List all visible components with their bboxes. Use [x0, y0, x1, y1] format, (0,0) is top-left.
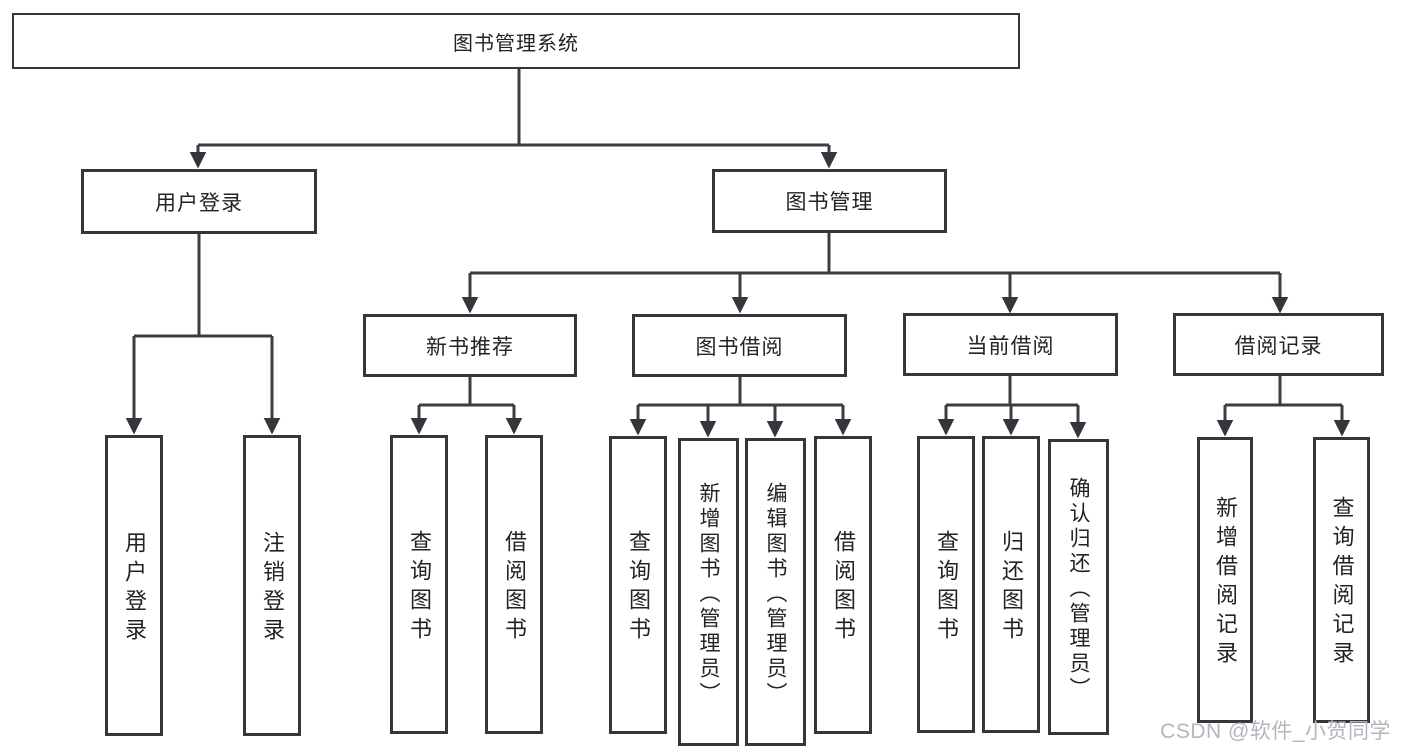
- leaf-query-borrow-record: 查询借阅记录: [1313, 437, 1370, 723]
- leaf-edit-books-admin: 编辑图书（管理员）: [745, 438, 806, 746]
- node-book-borrow: 图书借阅: [632, 314, 847, 377]
- node-library-management-system: 图书管理系统: [12, 13, 1020, 69]
- leaf-query-books-recommend: 查询图书: [390, 435, 448, 734]
- leaf-logout: 注销登录: [243, 435, 301, 736]
- watermark: CSDN @软件_小贺同学: [1160, 720, 1391, 743]
- leaf-confirm-return-admin: 确认归还（管理员）: [1048, 439, 1109, 735]
- node-current-borrow: 当前借阅: [903, 313, 1118, 376]
- leaf-borrow-books-recommend: 借阅图书: [485, 435, 543, 734]
- leaf-add-books-admin: 新增图书（管理员）: [678, 438, 739, 746]
- leaf-query-books-current: 查询图书: [917, 436, 975, 733]
- node-book-management: 图书管理: [712, 169, 947, 233]
- node-user-login: 用户登录: [81, 169, 317, 234]
- leaf-query-books-borrow: 查询图书: [609, 436, 667, 734]
- leaf-borrow-books: 借阅图书: [814, 436, 872, 734]
- leaf-add-borrow-record: 新增借阅记录: [1197, 437, 1253, 723]
- node-new-book-recommend: 新书推荐: [363, 314, 577, 377]
- leaf-user-login: 用户登录: [105, 435, 163, 736]
- leaf-return-books: 归还图书: [982, 436, 1040, 733]
- node-borrow-records: 借阅记录: [1173, 313, 1384, 376]
